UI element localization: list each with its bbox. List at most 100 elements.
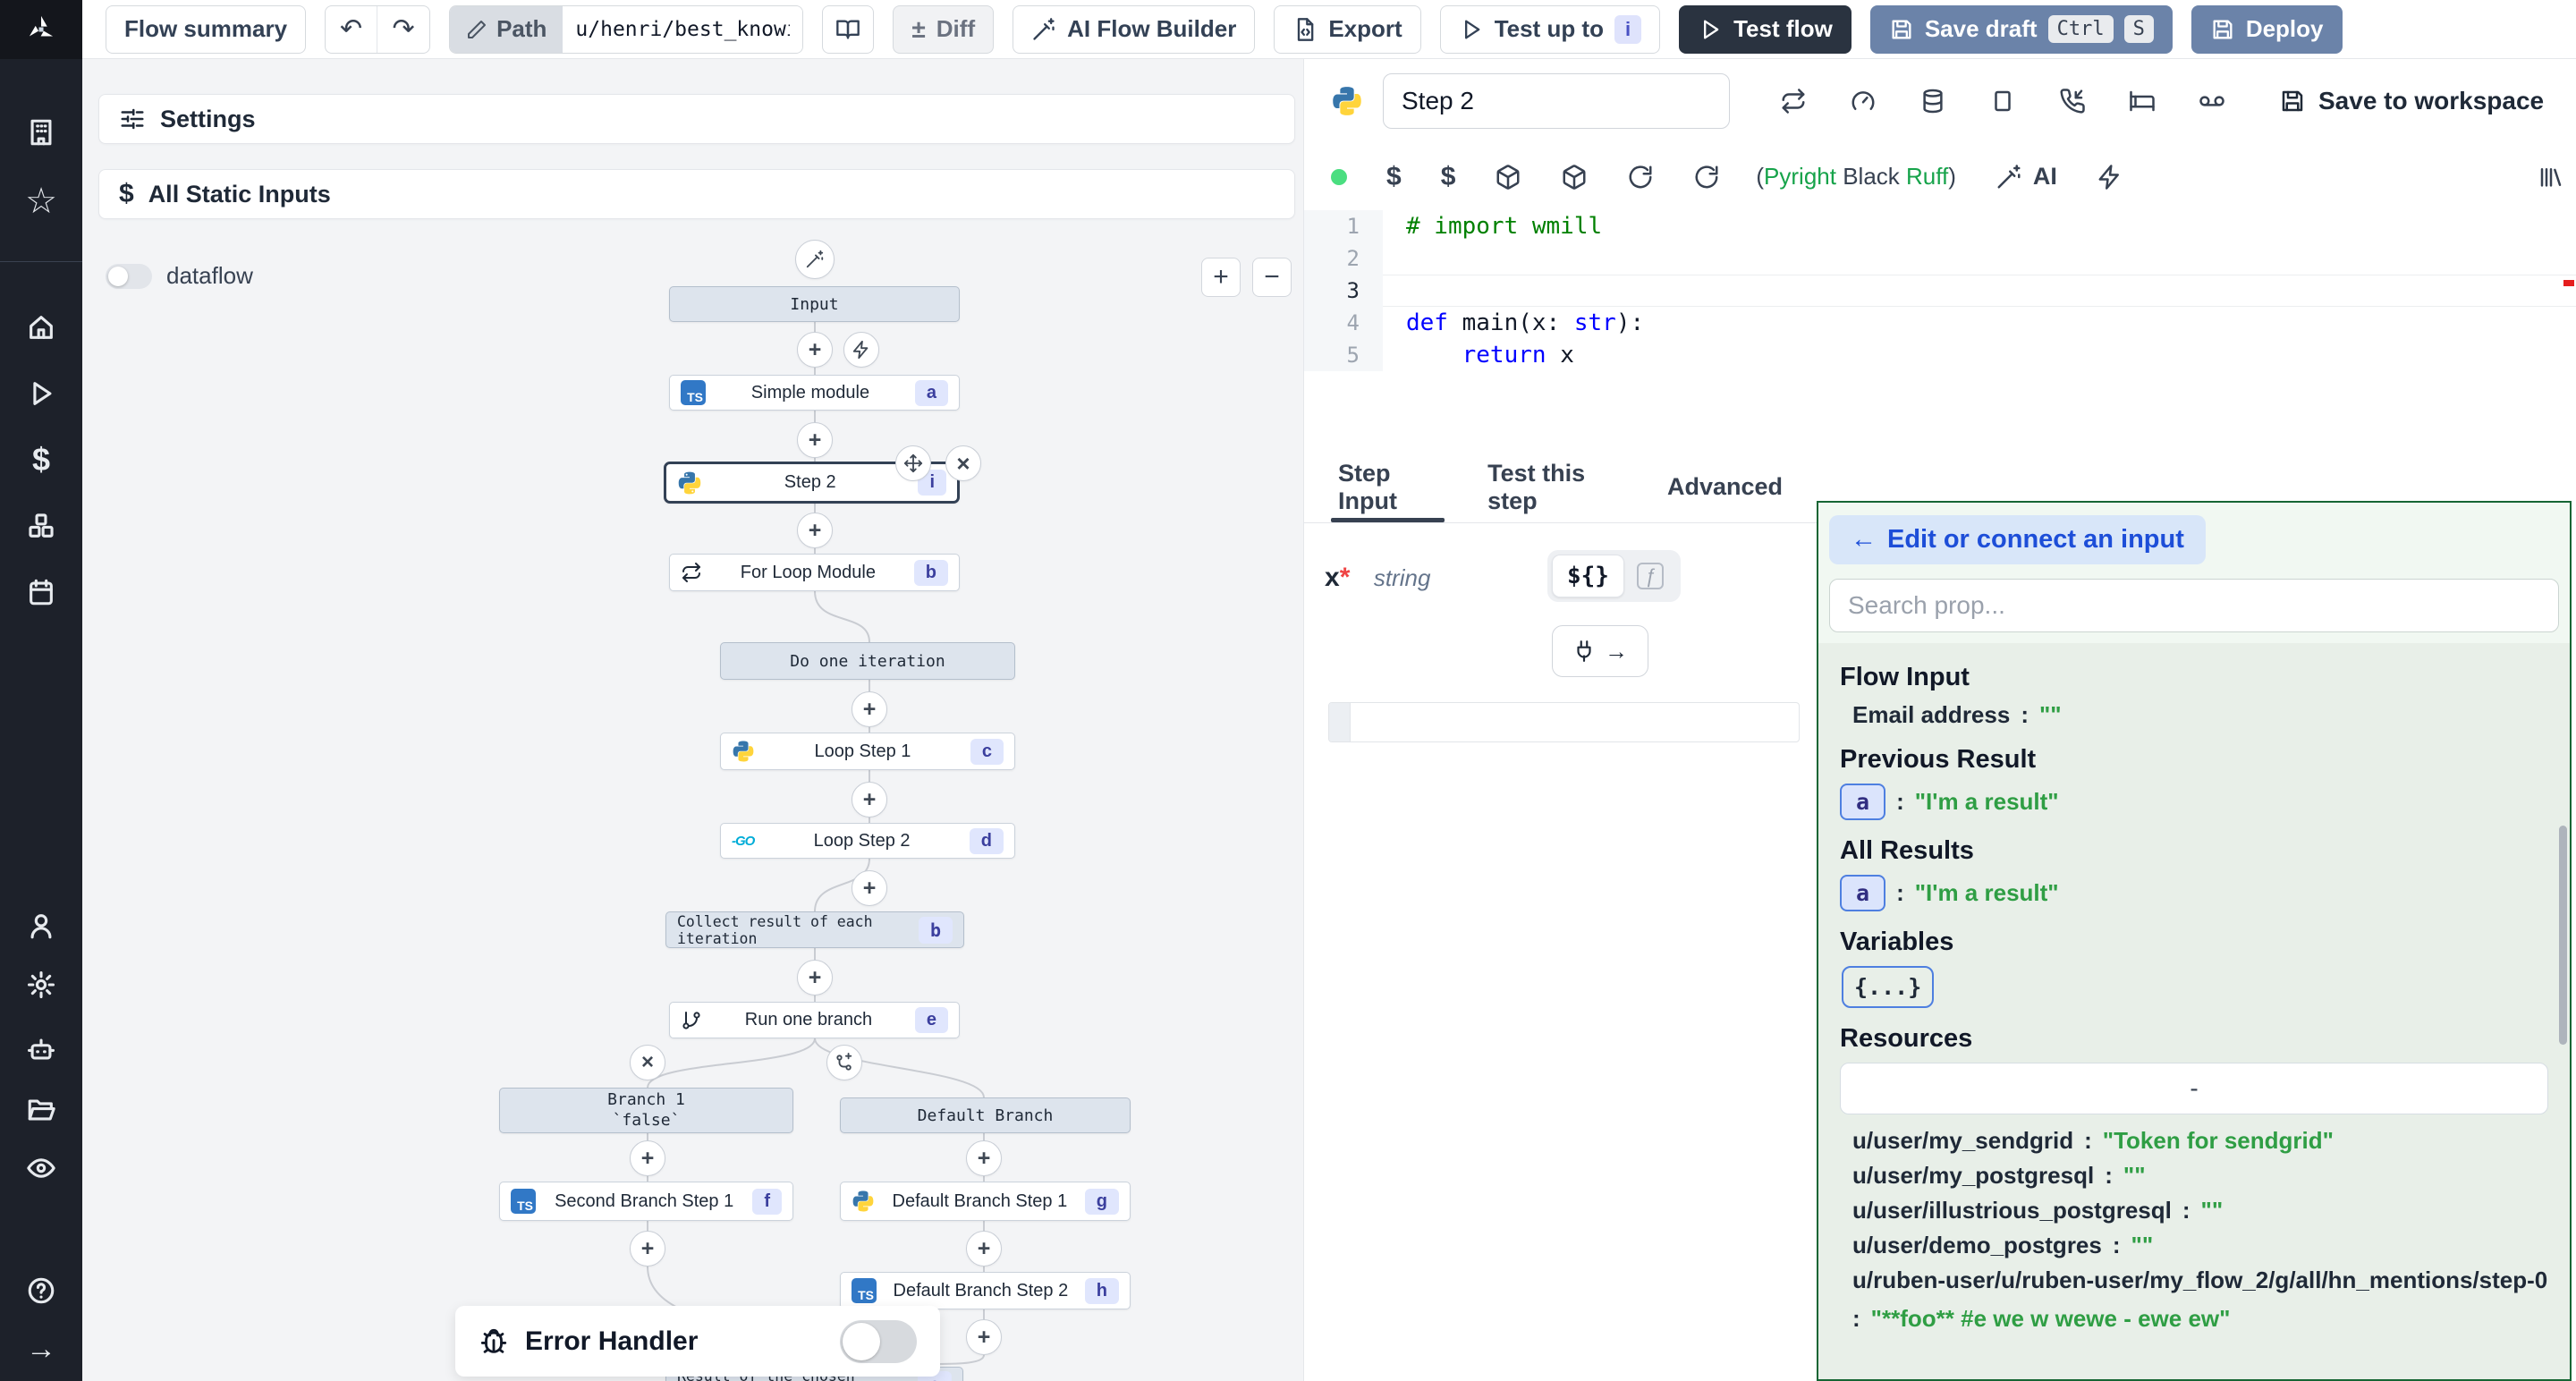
gauge-icon[interactable]: [1850, 88, 1877, 114]
dollar-icon[interactable]: $: [1386, 161, 1402, 191]
step-name-input[interactable]: [1383, 73, 1730, 129]
step-id-badge[interactable]: a: [1840, 784, 1886, 820]
flow-node-input[interactable]: Input: [669, 286, 960, 322]
package-icon[interactable]: [1561, 164, 1588, 191]
voicemail-icon[interactable]: [2199, 88, 2225, 114]
redo-button[interactable]: ↷: [377, 6, 429, 53]
delete-step-button[interactable]: ×: [945, 445, 981, 481]
template-mode-button[interactable]: ${}: [1552, 555, 1624, 597]
sidebar-item-favorites[interactable]: ☆: [0, 176, 82, 226]
flow-node-run-one-branch[interactable]: Run one branch e: [669, 1002, 960, 1038]
sidebar-item-expand[interactable]: →: [0, 1324, 82, 1374]
square-mock-icon[interactable]: [1989, 88, 2016, 114]
insert-step-button[interactable]: +: [966, 1140, 1002, 1176]
code-line[interactable]: 5 return x: [1304, 339, 2576, 371]
sidebar-item-resources[interactable]: [0, 501, 82, 551]
insert-step-button[interactable]: +: [966, 1231, 1002, 1267]
bed-sleep-icon[interactable]: [2129, 88, 2156, 114]
insert-step-button[interactable]: +: [797, 960, 833, 996]
ai-flow-builder-button[interactable]: AI Flow Builder: [1013, 4, 1256, 54]
insert-step-button[interactable]: +: [630, 1140, 665, 1176]
flow-node-second-branch-step-1[interactable]: TS Second Branch Step 1 f: [499, 1182, 793, 1221]
resource-row[interactable]: u/user/demo_postgres:"": [1852, 1232, 2154, 1258]
prop-row-all-results[interactable]: a : "I'm a result": [1840, 875, 2548, 911]
insert-step-button[interactable]: +: [852, 691, 887, 727]
flow-node-default-branch-step-2[interactable]: TS Default Branch Step 2 h: [840, 1272, 1131, 1309]
tab-test-this-step[interactable]: Test this step: [1487, 459, 1586, 514]
code-assistants-status[interactable]: (Pyright Black Ruff): [1756, 163, 1956, 190]
insert-step-button[interactable]: +: [797, 422, 833, 458]
connect-input-button[interactable]: →: [1552, 625, 1648, 677]
save-draft-button[interactable]: Save draft Ctrl S: [1869, 4, 2173, 54]
sidebar-item-settings[interactable]: [0, 960, 82, 1010]
insert-step-button[interactable]: +: [797, 513, 833, 548]
insert-step-button[interactable]: +: [852, 870, 887, 906]
add-branch-button[interactable]: [826, 1045, 862, 1080]
path-label[interactable]: Path: [450, 5, 564, 53]
resources-filter-select[interactable]: -: [1840, 1063, 2548, 1114]
flow-node-simple-module[interactable]: TS Simple module a: [669, 375, 960, 411]
code-line[interactable]: 1# import wmill: [1304, 210, 2576, 242]
insert-step-button[interactable]: +: [630, 1231, 665, 1267]
tab-step-input[interactable]: Step Input: [1330, 452, 1445, 522]
prop-row-previous-result[interactable]: a : "I'm a result": [1840, 784, 2548, 820]
remove-branch-button[interactable]: ×: [630, 1045, 665, 1080]
sidebar-item-help[interactable]: [0, 1266, 82, 1316]
ai-wand-button[interactable]: AI: [1996, 163, 2057, 191]
edit-or-connect-back-button[interactable]: ← Edit or connect an input: [1829, 515, 2206, 564]
sidebar-item-users[interactable]: [0, 901, 82, 951]
sidebar-item-runs[interactable]: [0, 369, 82, 419]
flow-node-step-2[interactable]: Step 2 i: [664, 462, 960, 504]
sidebar-item-variables[interactable]: $: [0, 435, 82, 485]
resource-row[interactable]: u/user/illustrious_postgresql:"": [1852, 1197, 2224, 1224]
sidebar-item-workers[interactable]: [0, 1024, 82, 1074]
dollar-icon[interactable]: $: [1440, 161, 1456, 191]
lightning-icon[interactable]: [2097, 164, 2123, 191]
deploy-button[interactable]: Deploy: [2190, 4, 2343, 54]
sidebar-item-folders[interactable]: [0, 1085, 82, 1135]
save-to-workspace-button[interactable]: Save to workspace: [2279, 87, 2544, 115]
flow-node-for-loop[interactable]: For Loop Module b: [669, 554, 960, 591]
flow-summary-button[interactable]: Flow summary: [106, 4, 307, 54]
refresh-icon[interactable]: [1627, 164, 1654, 191]
trigger-lightning-button[interactable]: [843, 332, 879, 368]
test-up-to-button[interactable]: Test up to i: [1439, 4, 1661, 54]
resource-row[interactable]: u/ruben-user/u/ruben-user/my_flow_2/g/al…: [1852, 1267, 2548, 1332]
flow-settings-card[interactable]: Settings: [98, 94, 1295, 144]
insert-step-button[interactable]: +: [797, 332, 833, 368]
flow-node-loop-step-2[interactable]: -GO Loop Step 2 d: [720, 823, 1015, 859]
tab-advanced[interactable]: Advanced: [1666, 473, 1783, 500]
ai-wand-button[interactable]: [795, 240, 835, 279]
path-input[interactable]: [563, 5, 803, 53]
package-icon[interactable]: [1495, 164, 1521, 191]
code-line[interactable]: 3: [1304, 275, 2576, 307]
sidebar-item-audit-logs[interactable]: [0, 1143, 82, 1193]
dataflow-toggle[interactable]: [106, 263, 152, 289]
flow-node-loop-step-1[interactable]: Loop Step 1 c: [720, 733, 1015, 770]
insert-step-button[interactable]: +: [966, 1319, 1002, 1355]
flow-node-branch-1[interactable]: Branch 1 `false`: [499, 1088, 793, 1133]
export-button[interactable]: Export: [1274, 4, 1421, 54]
windmill-logo[interactable]: [0, 0, 82, 59]
phone-incoming-icon[interactable]: [2059, 88, 2086, 114]
flow-node-do-one-iteration[interactable]: Do one iteration: [720, 642, 1015, 680]
zoom-out-button[interactable]: −: [1252, 258, 1292, 297]
resource-row[interactable]: u/user/my_postgresql:"": [1852, 1162, 2146, 1189]
insert-step-button[interactable]: +: [852, 782, 887, 818]
search-prop-input[interactable]: [1829, 579, 2559, 632]
diff-button[interactable]: ± Diff: [893, 4, 995, 54]
resource-row[interactable]: u/user/my_sendgrid:"Token for sendgrid": [1852, 1127, 2334, 1154]
arg-value-input[interactable]: [1328, 702, 1800, 742]
scrollbar-thumb[interactable]: [2559, 826, 2567, 1045]
sidebar-item-home[interactable]: [0, 302, 82, 352]
sidebar-item-schedules[interactable]: [0, 567, 82, 617]
move-step-button[interactable]: [895, 445, 931, 481]
function-mode-button[interactable]: ƒ: [1624, 555, 1676, 597]
database-icon[interactable]: [1919, 88, 1946, 114]
test-flow-button[interactable]: Test flow: [1679, 4, 1852, 54]
zoom-in-button[interactable]: +: [1201, 258, 1241, 297]
flow-node-collect-result[interactable]: Collect result of each iteration b: [665, 911, 964, 948]
flow-node-default-branch[interactable]: Default Branch: [840, 1097, 1131, 1133]
